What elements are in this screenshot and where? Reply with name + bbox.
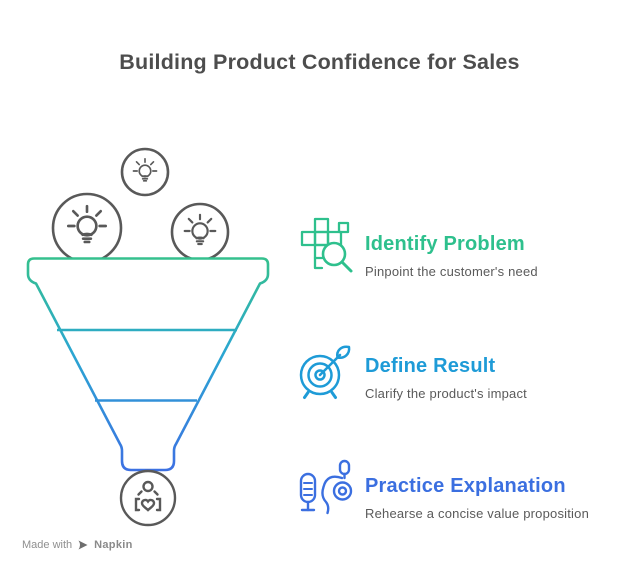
funnel-shape [26, 257, 270, 472]
step-subtitle: Clarify the product's impact [365, 386, 527, 401]
page-title: Building Product Confidence for Sales [119, 50, 520, 74]
target-dart-icon [299, 345, 351, 399]
napkin-logo-icon [78, 540, 88, 550]
idea-circle-top [120, 147, 170, 197]
microphone-person-icon [299, 459, 353, 515]
step-title: Define Result [365, 355, 496, 377]
step-subtitle: Pinpoint the customer's need [365, 264, 538, 279]
watermark: Made with Napkin [22, 539, 133, 551]
lightbulb-icon [66, 157, 217, 246]
watermark-prefix: Made with [22, 539, 73, 551]
output-circle [119, 469, 177, 527]
step-title: Identify Problem [365, 233, 525, 255]
watermark-brand: Napkin [94, 539, 133, 551]
grid-magnifier-icon [300, 217, 353, 273]
step-title: Practice Explanation [365, 475, 566, 497]
idea-circle-right [170, 202, 230, 262]
person-icon [134, 480, 162, 512]
step-subtitle: Rehearse a concise value proposition [365, 506, 589, 521]
idea-circle-left [51, 192, 123, 264]
